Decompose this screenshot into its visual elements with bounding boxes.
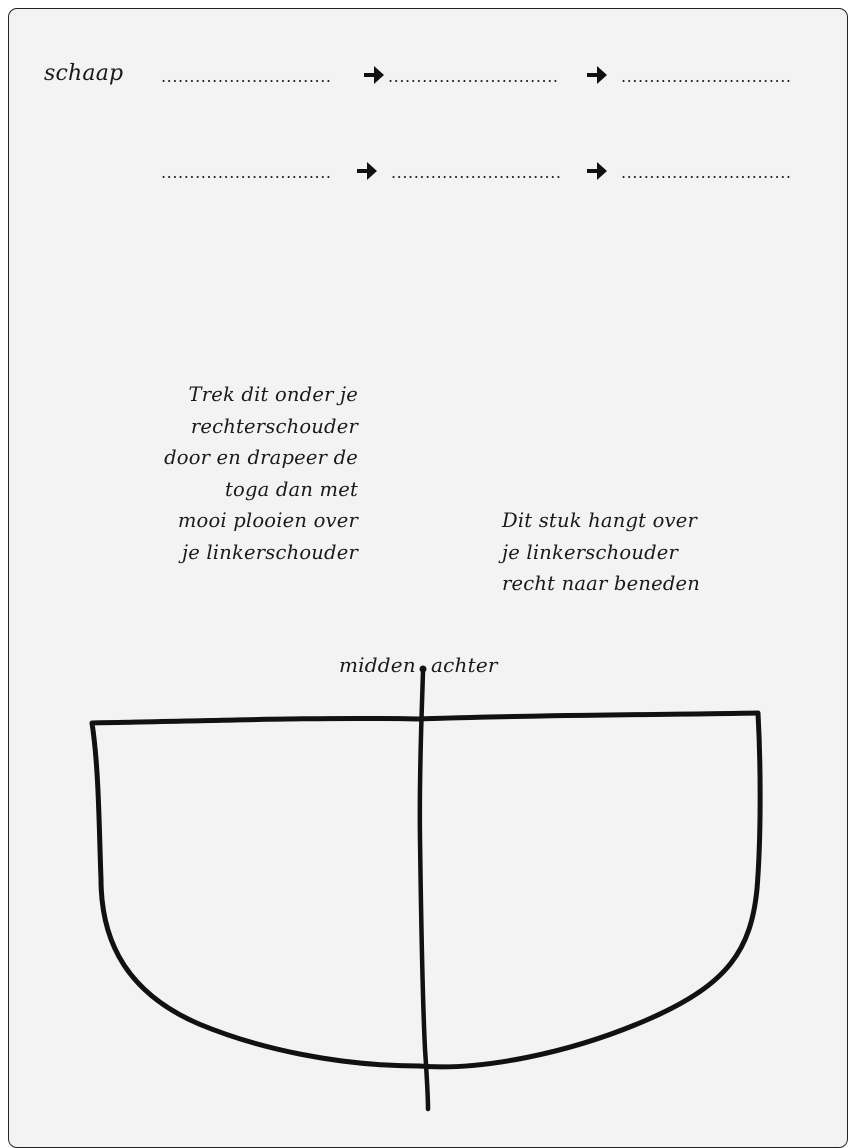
worksheet-page: schaap .............................. ..… [8,8,848,1148]
pattern-center-line [420,671,428,1109]
pattern-outline [92,713,760,1067]
toga-pattern-drawing [9,9,848,1139]
center-mark-dot [420,666,427,673]
